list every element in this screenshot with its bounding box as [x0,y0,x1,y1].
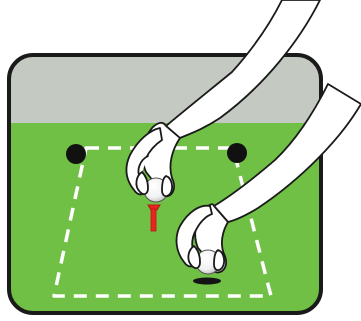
ball-shadow [193,278,221,285]
tee-marker-right [227,143,247,163]
tee-marker-left [66,144,86,164]
